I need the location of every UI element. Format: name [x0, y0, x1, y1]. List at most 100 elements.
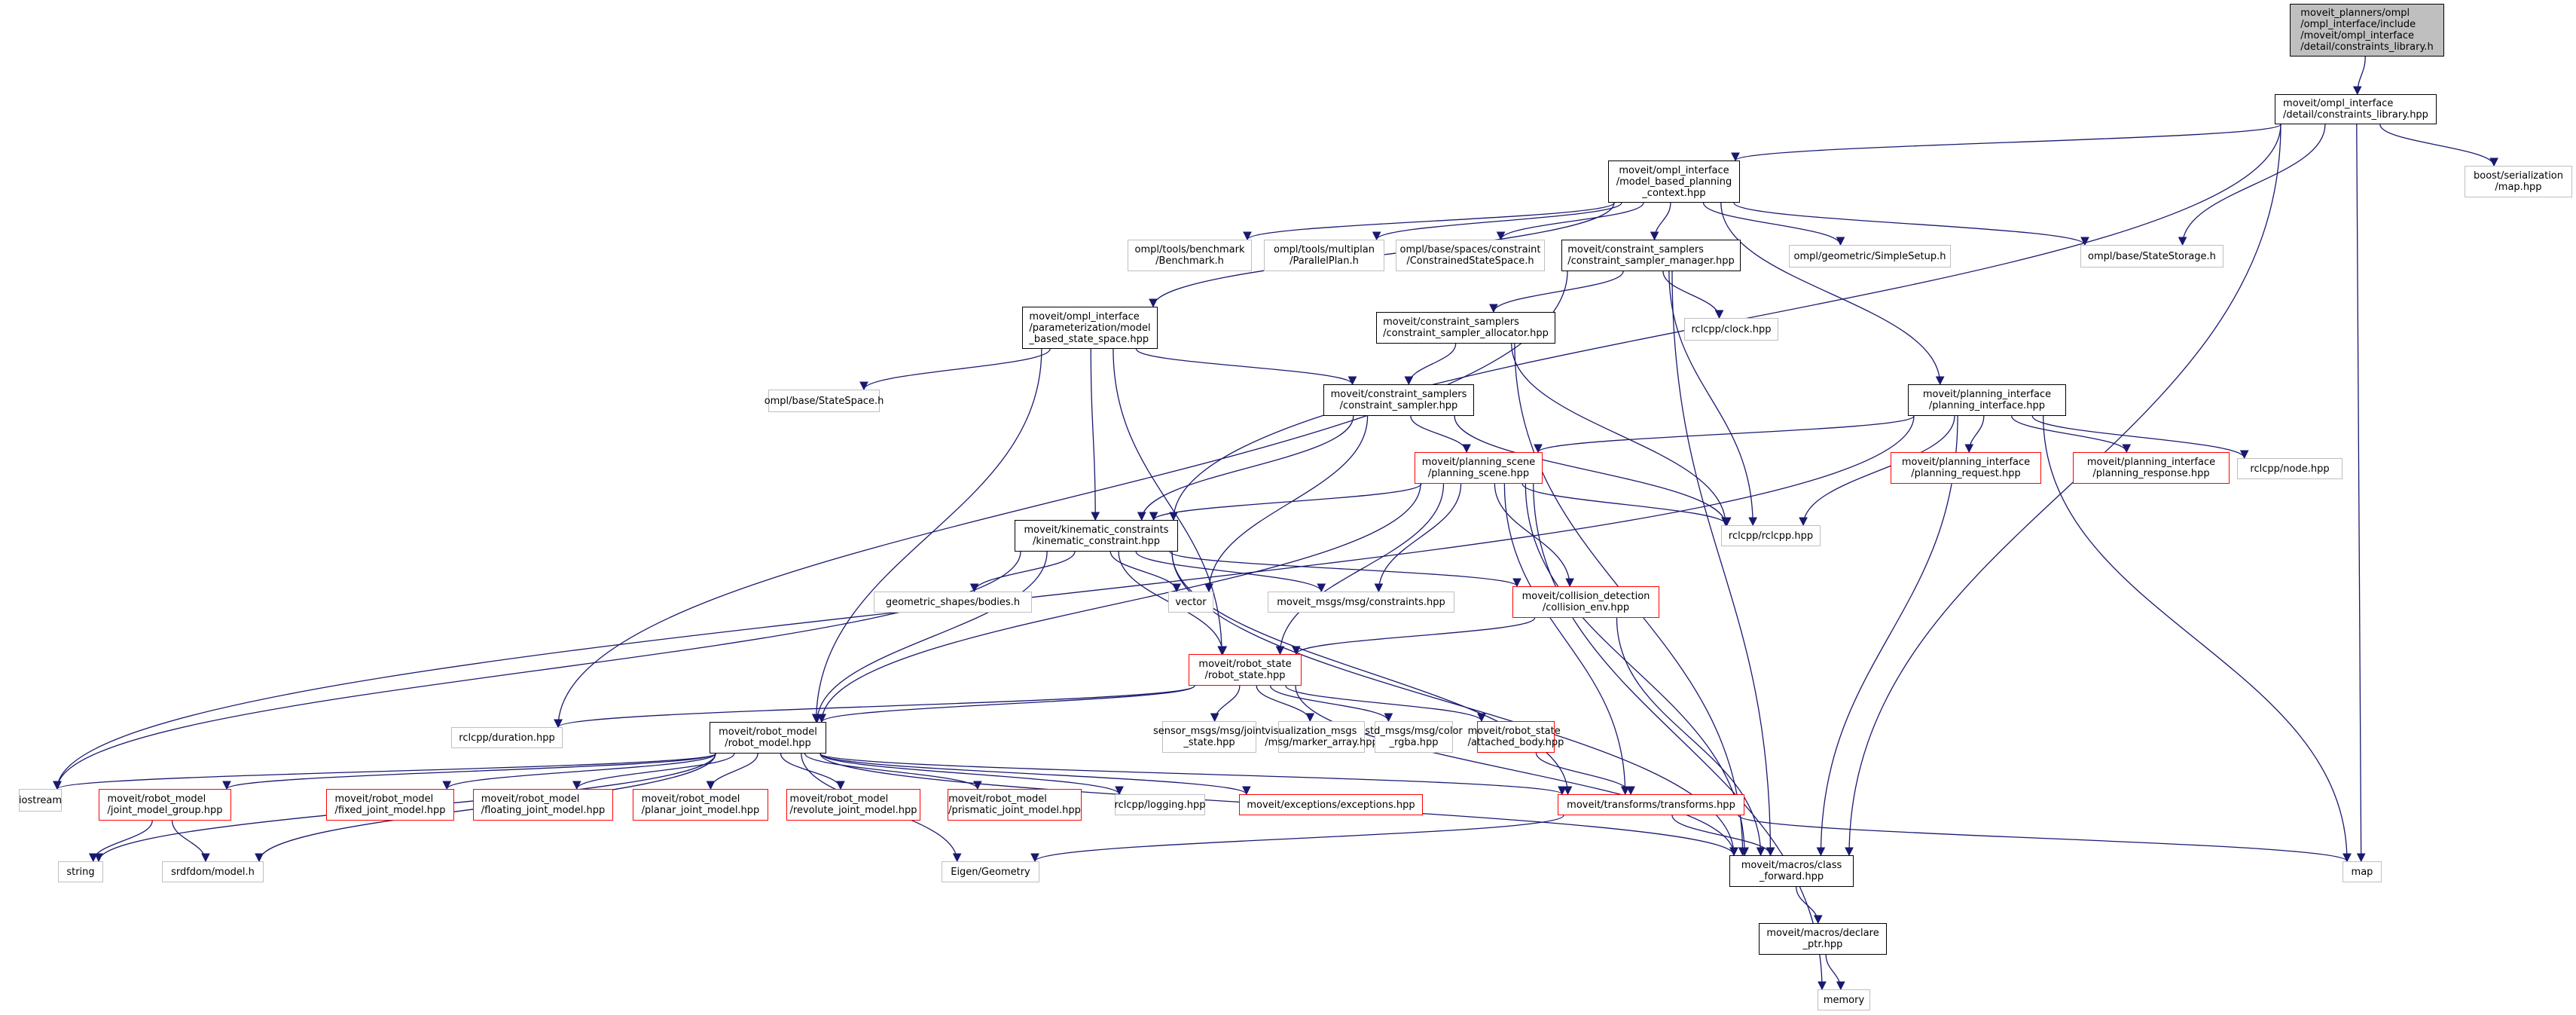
edge-robot_state-to-class_forward — [1295, 685, 1738, 857]
node-label: srdfdom/model.h — [171, 866, 255, 878]
edge-kinematic_constraint-to-robot_model — [813, 551, 1048, 723]
graph-node-string[interactable]: string — [58, 861, 103, 882]
node-label: boost/serialization /map.hpp — [2473, 170, 2564, 193]
graph-node-robot-state[interactable]: moveit/robot_state /robot_state.hpp — [1189, 654, 1302, 686]
edge-constraints_library-to-mbpc — [1731, 124, 2281, 162]
graph-node-constrained-state-space[interactable]: ompl/base/spaces/constraint /Constrained… — [1396, 240, 1545, 271]
edge-cs-to-kinematic_constraint — [1137, 415, 1354, 521]
graph-node-parallelplan[interactable]: ompl/tools/multiplan /ParallelPlan.h — [1264, 240, 1384, 271]
graph-node-bodies[interactable]: geometric_shapes/bodies.h — [874, 592, 1032, 613]
edge-robot_model-to-planar_joint — [706, 753, 758, 790]
graph-node-model-based-state-space[interactable]: moveit/ompl_interface /parameterization/… — [1022, 307, 1158, 349]
graph-node-iostream[interactable]: iostream — [19, 789, 62, 812]
graph-node-constraints-library[interactable]: moveit/ompl_interface /detail/constraint… — [2275, 94, 2437, 124]
graph-node-constraint-sampler-manager[interactable]: moveit/constraint_samplers /constraint_s… — [1561, 240, 1741, 271]
graph-node-map[interactable]: map — [2343, 861, 2382, 882]
node-label: moveit/transforms/transforms.hpp — [1567, 799, 1735, 811]
edge-constraints_library-to-map — [2356, 124, 2366, 863]
graph-node-prismatic-joint-model[interactable]: moveit/robot_model /prismatic_joint_mode… — [948, 789, 1082, 821]
graph-node-robot-model[interactable]: moveit/robot_model /robot_model.hpp — [710, 722, 826, 754]
graph-node-color-rgba[interactable]: std_msgs/msg/color _rgba.hpp — [1365, 721, 1463, 753]
edge-collision_env-to-robot_state — [1292, 617, 1536, 656]
node-label: memory — [1823, 994, 1865, 1006]
node-label: moveit/robot_model /fixed_joint_model.hp… — [334, 793, 446, 816]
graph-node-model-based-planning-context[interactable]: moveit/ompl_interface /model_based_plann… — [1608, 161, 1740, 203]
edge-planning_scene-to-collision_env — [1494, 483, 1574, 588]
edge-mbpc-to-planning_interface — [1720, 202, 1945, 386]
edge-robot_state-to-color_rgba — [1269, 685, 1393, 723]
graph-node-root[interactable]: moveit_planners/ompl /ompl_interface/inc… — [2290, 4, 2444, 57]
graph-node-declare-ptr[interactable]: moveit/macros/declare _ptr.hpp — [1759, 923, 1887, 955]
graph-node-marker-array[interactable]: visualization_msgs /msg/marker_array.hpp — [1265, 721, 1378, 753]
graph-node-rclcpp-node[interactable]: rclcpp/node.hpp — [2237, 458, 2343, 479]
edge-constraints_library-to-boost_map — [2379, 124, 2498, 167]
graph-node-constraint-sampler-allocator[interactable]: moveit/constraint_samplers /constraint_s… — [1376, 312, 1555, 344]
graph-node-floating-joint-model[interactable]: moveit/robot_model /floating_joint_model… — [473, 789, 613, 821]
node-label: moveit/robot_model /planar_joint_model.h… — [641, 793, 760, 816]
node-label: vector — [1175, 596, 1207, 608]
edge-planning_interface-to-map — [2043, 415, 2352, 863]
edge-attached_body-to-transforms — [1535, 752, 1635, 796]
edge-cs-to-vector — [1204, 415, 1369, 593]
graph-node-class-forward[interactable]: moveit/macros/class _forward.hpp — [1729, 855, 1854, 887]
edge-planning_interface-to-planning_scene — [1534, 415, 1915, 454]
graph-node-rclcpp-clock[interactable]: rclcpp/clock.hpp — [1684, 318, 1778, 341]
edge-kinematic_constraint-to-collision_env — [1169, 551, 1521, 588]
node-label: moveit/robot_state /robot_state.hpp — [1198, 659, 1292, 681]
edge-cs_manager-to-cs_allocator — [1489, 271, 1624, 313]
graph-node-constraints-msg[interactable]: moveit_msgs/msg/constraints.hpp — [1268, 592, 1454, 613]
graph-node-joint-state[interactable]: sensor_msgs/msg/joint _state.hpp — [1153, 721, 1265, 753]
edge-mbpc-to-simplesetup — [1702, 202, 1845, 246]
node-label: ompl/base/StateSpace.h — [764, 395, 884, 407]
edge-planning_scene-to-kinematic_constraint — [1149, 483, 1422, 521]
node-label: ompl/base/spaces/constraint /Constrained… — [1399, 244, 1541, 267]
graph-node-planning-interface[interactable]: moveit/planning_interface /planning_inte… — [1908, 384, 2066, 416]
graph-node-planning-scene[interactable]: moveit/planning_scene /planning_scene.hp… — [1415, 452, 1543, 484]
graph-node-attached-body[interactable]: moveit/robot_state /attached_body.hpp — [1468, 721, 1564, 753]
node-label: moveit/macros/declare _ptr.hpp — [1766, 928, 1879, 950]
graph-node-rclcpp-logging[interactable]: rclcpp/logging.hpp — [1115, 794, 1205, 815]
edge-cs-to-rclcpp — [1454, 415, 1730, 527]
graph-node-planning-response[interactable]: moveit/planning_interface /planning_resp… — [2073, 452, 2230, 484]
graph-node-planning-request[interactable]: moveit/planning_interface /planning_requ… — [1891, 452, 2041, 484]
node-label: rclcpp/node.hpp — [2250, 463, 2330, 475]
graph-node-transforms[interactable]: moveit/transforms/transforms.hpp — [1558, 794, 1744, 815]
node-label: moveit/robot_model /prismatic_joint_mode… — [948, 793, 1081, 816]
graph-node-vector[interactable]: vector — [1168, 592, 1213, 613]
graph-node-collision-env[interactable]: moveit/collision_detection /collision_en… — [1512, 586, 1659, 618]
edge-robot_model-to-fixed_joint — [442, 753, 716, 790]
graph-node-boost-map[interactable]: boost/serialization /map.hpp — [2465, 166, 2572, 197]
edge-robot_state-to-attached_body — [1285, 685, 1486, 723]
node-label: moveit_msgs/msg/constraints.hpp — [1277, 596, 1445, 608]
graph-node-constraint-sampler[interactable]: moveit/constraint_samplers /constraint_s… — [1323, 384, 1474, 416]
node-label: moveit_planners/ompl /ompl_interface/inc… — [2300, 8, 2434, 53]
graph-node-rclcpp[interactable]: rclcpp/rclcpp.hpp — [1721, 525, 1821, 546]
graph-node-planar-joint-model[interactable]: moveit/robot_model /planar_joint_model.h… — [633, 789, 768, 821]
edge-cs_allocator-to-cs — [1404, 343, 1457, 386]
graph-node-rclcpp-duration[interactable]: rclcpp/duration.hpp — [451, 727, 563, 748]
node-label: rclcpp/clock.hpp — [1691, 323, 1772, 335]
graph-node-revolute-joint-model[interactable]: moveit/robot_model /revolute_joint_model… — [786, 789, 920, 821]
graph-node-kinematic-constraint[interactable]: moveit/kinematic_constraints /kinematic_… — [1015, 520, 1178, 552]
edge-robot_model-to-logging — [819, 753, 1124, 796]
edge-planning_scene-to-memory — [1533, 483, 1827, 991]
graph-node-simplesetup[interactable]: ompl/geometric/SimpleSetup.h — [1789, 245, 1951, 268]
node-label: iostream — [18, 794, 63, 806]
graph-node-joint-model-group[interactable]: moveit/robot_model /joint_model_group.hp… — [99, 789, 231, 821]
graph-node-exceptions[interactable]: moveit/exceptions/exceptions.hpp — [1239, 794, 1423, 815]
graph-node-srdfdom-model[interactable]: srdfdom/model.h — [162, 861, 264, 882]
node-label: map — [2351, 866, 2373, 878]
graph-node-fixed-joint-model[interactable]: moveit/robot_model /fixed_joint_model.hp… — [326, 789, 454, 821]
edge-robot_model-to-transforms — [819, 753, 1567, 796]
node-label: moveit/robot_model /robot_model.hpp — [719, 726, 817, 749]
graph-node-statespace[interactable]: ompl/base/StateSpace.h — [765, 390, 884, 412]
node-label: moveit/planning_interface /planning_inte… — [1922, 389, 2052, 411]
graph-node-memory[interactable]: memory — [1818, 989, 1870, 1010]
node-label: rclcpp/rclcpp.hpp — [1728, 530, 1814, 542]
graph-node-eigen-geometry[interactable]: Eigen/Geometry — [942, 861, 1039, 882]
node-label: moveit/planning_scene /planning_scene.hp… — [1421, 457, 1536, 479]
node-label: moveit/ompl_interface /parameterization/… — [1029, 310, 1151, 345]
graph-node-statestorage[interactable]: ompl/base/StateStorage.h — [2080, 245, 2223, 268]
node-label: moveit/constraint_samplers /constraint_s… — [1383, 316, 1549, 339]
graph-node-benchmark[interactable]: ompl/tools/benchmark /Benchmark.h — [1128, 240, 1252, 271]
